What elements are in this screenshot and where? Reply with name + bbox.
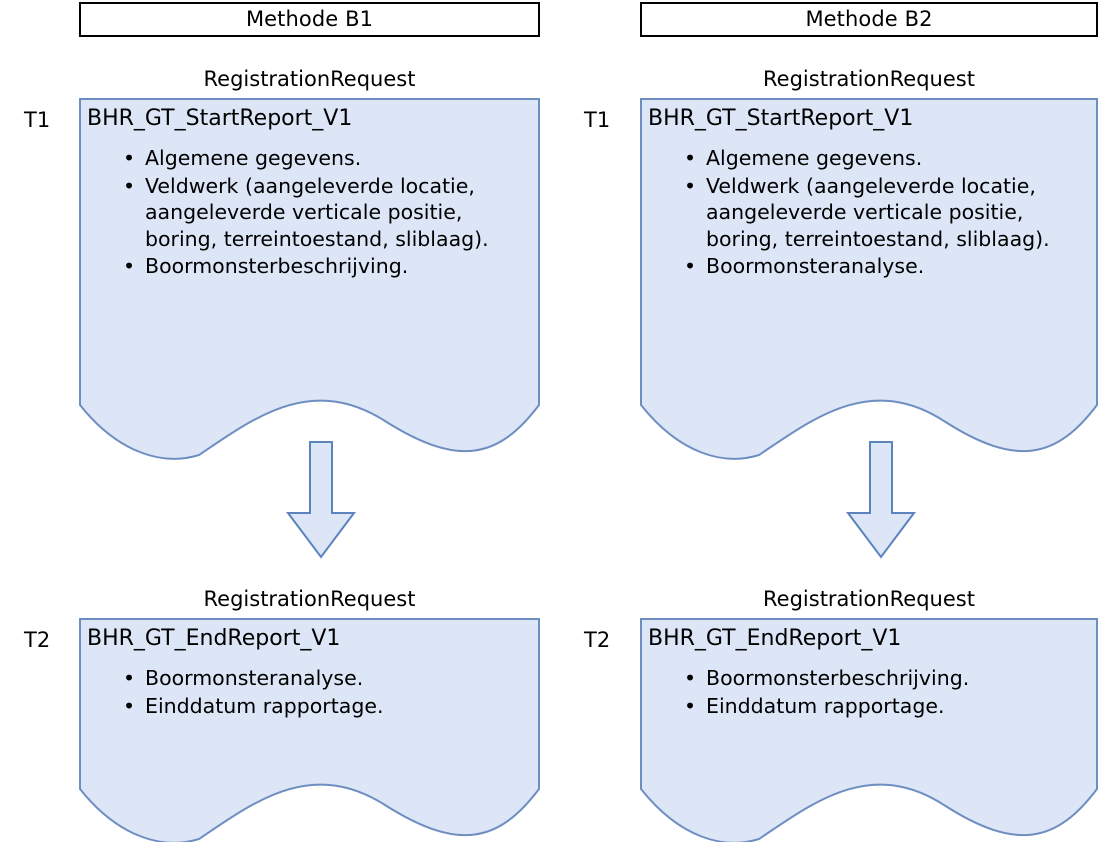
list-item-text: Algemene gegevens.	[145, 146, 362, 171]
arrow-down-icon	[846, 441, 916, 559]
document-shape-b2-t1: BHR_GT_StartReport_V1 • Algemene gegeven…	[640, 98, 1098, 460]
list-item-text: Veldwerk (aangeleverde locatie, aangelev…	[145, 173, 489, 251]
bullet-icon: •	[684, 254, 697, 279]
list-item-text: Boormonsteranalyse.	[145, 666, 364, 691]
flow-arrow-b2	[846, 440, 916, 560]
method-header-b2: Methode B2	[640, 2, 1098, 37]
document-caption-b1-t1: RegistrationRequest	[203, 67, 416, 91]
arrow-down-icon	[286, 441, 356, 559]
method-header-b2-label: Methode B2	[805, 7, 933, 31]
document-shape-b1-t2: BHR_GT_EndReport_V1 • Boormonsteranalyse…	[79, 618, 540, 842]
bullet-icon: •	[684, 666, 697, 691]
document-title-b1-t1: BHR_GT_StartReport_V1	[87, 106, 353, 131]
document-body-b1-t1: BHR_GT_StartReport_V1 • Algemene gegeven…	[79, 98, 540, 280]
document-outline-b2-t2	[640, 618, 1098, 842]
document-title-b2-t1: BHR_GT_StartReport_V1	[648, 106, 914, 131]
bullet-icon: •	[684, 146, 697, 171]
document-list-b1-t2: • Boormonsteranalyse. • Einddatum rappor…	[87, 665, 530, 719]
list-item-text: Boormonsteranalyse.	[706, 254, 925, 279]
method-header-b1-label: Methode B1	[245, 7, 374, 31]
list-item: • Veldwerk (aangeleverde locatie, aangel…	[684, 173, 1088, 252]
list-item-text: Einddatum rapportage.	[706, 693, 945, 718]
document-caption-b1-t2: RegistrationRequest	[203, 587, 416, 611]
time-label-b2-t2: T2	[584, 628, 611, 652]
document-body-b2-t1: BHR_GT_StartReport_V1 • Algemene gegeven…	[640, 98, 1098, 280]
document-body-b2-t2: BHR_GT_EndReport_V1 • Boormonsterbeschri…	[640, 618, 1098, 720]
list-item-text: Einddatum rapportage.	[145, 693, 384, 718]
list-item: • Boormonsterbeschrijving.	[123, 253, 530, 279]
list-item-text: Algemene gegevens.	[706, 146, 923, 171]
list-item-text: Boormonsterbeschrijving.	[706, 666, 970, 691]
list-item: • Einddatum rapportage.	[684, 693, 1088, 719]
time-label-b2-t1: T1	[584, 108, 611, 132]
document-list-b2-t1: • Algemene gegevens. • Veldwerk (aangele…	[648, 145, 1088, 279]
time-label-b1-t2: T2	[24, 628, 51, 652]
flow-arrow-b1	[286, 440, 356, 560]
document-title-b1-t2: BHR_GT_EndReport_V1	[87, 626, 341, 651]
document-shape-b2-t2: BHR_GT_EndReport_V1 • Boormonsterbeschri…	[640, 618, 1098, 842]
list-item: • Boormonsteranalyse.	[684, 253, 1088, 279]
document-list-b1-t1: • Algemene gegevens. • Veldwerk (aangele…	[87, 145, 530, 279]
method-header-b1: Methode B1	[79, 2, 540, 37]
document-outline-b1-t2	[79, 618, 540, 842]
list-item: • Einddatum rapportage.	[123, 693, 530, 719]
document-outline-b2-t1	[640, 98, 1098, 460]
list-item-text: Veldwerk (aangeleverde locatie, aangelev…	[706, 173, 1050, 251]
list-item: • Boormonsterbeschrijving.	[684, 665, 1088, 691]
list-item: • Algemene gegevens.	[684, 145, 1088, 171]
document-shape-b1-t1: BHR_GT_StartReport_V1 • Algemene gegeven…	[79, 98, 540, 460]
bullet-icon: •	[684, 173, 697, 198]
document-caption-b2-t2: RegistrationRequest	[763, 587, 975, 611]
list-item: • Boormonsteranalyse.	[123, 665, 530, 691]
bullet-icon: •	[123, 693, 136, 718]
document-title-b2-t2: BHR_GT_EndReport_V1	[648, 626, 902, 651]
bullet-icon: •	[123, 146, 136, 171]
document-caption-b2-t1: RegistrationRequest	[763, 67, 975, 91]
bullet-icon: •	[123, 173, 136, 198]
list-item-text: Boormonsterbeschrijving.	[145, 254, 409, 279]
document-body-b1-t2: BHR_GT_EndReport_V1 • Boormonsteranalyse…	[79, 618, 540, 720]
time-label-b1-t1: T1	[24, 108, 51, 132]
list-item: • Veldwerk (aangeleverde locatie, aangel…	[123, 173, 530, 252]
bullet-icon: •	[684, 693, 697, 718]
document-list-b2-t2: • Boormonsterbeschrijving. • Einddatum r…	[648, 665, 1088, 719]
list-item: • Algemene gegevens.	[123, 145, 530, 171]
bullet-icon: •	[123, 254, 136, 279]
bullet-icon: •	[123, 666, 136, 691]
document-outline-b1-t1	[79, 98, 540, 460]
